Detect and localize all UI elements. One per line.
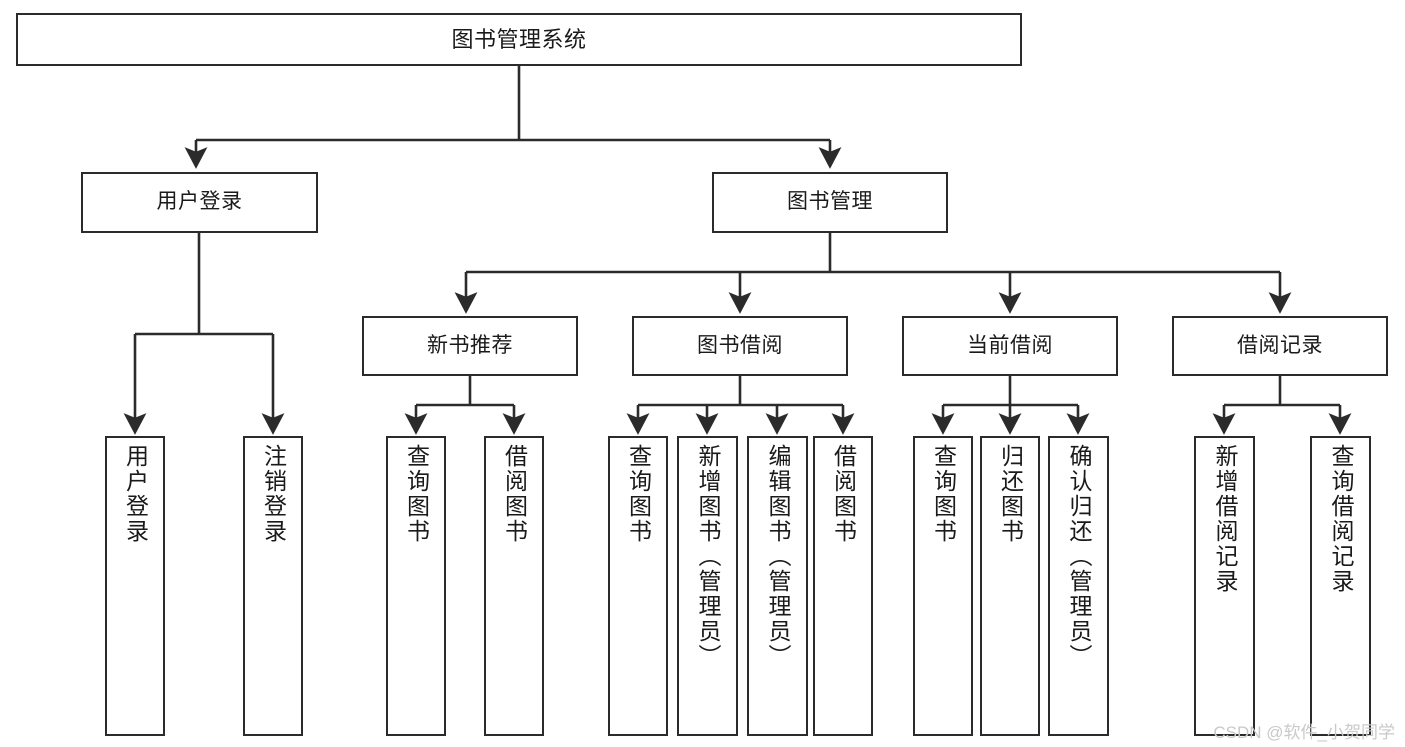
node-label: 查询图书: [625, 444, 652, 544]
node-label: 用户登录: [122, 444, 149, 544]
node-label: 查询图书: [403, 444, 430, 544]
node-label: 借阅图书: [830, 444, 857, 544]
node-label: 确认归还（管理员）: [1066, 444, 1092, 669]
node-label: 新增借阅记录: [1212, 444, 1238, 594]
node-label: 编辑图书（管理员）: [765, 444, 791, 669]
node-leaf-query-book-1[interactable]: 查询图书: [386, 436, 446, 736]
node-leaf-query-book-2[interactable]: 查询图书: [608, 436, 668, 736]
node-label: 查询借阅记录: [1328, 444, 1354, 594]
node-leaf-borrow-book-1[interactable]: 借阅图书: [484, 436, 544, 736]
node-leaf-confirm-return[interactable]: 确认归还（管理员）: [1048, 436, 1109, 736]
node-label: 新增图书（管理员）: [695, 444, 721, 669]
node-label: 注销登录: [260, 444, 287, 544]
node-leaf-return-book[interactable]: 归还图书: [980, 436, 1040, 736]
node-leaf-edit-book[interactable]: 编辑图书（管理员）: [747, 436, 808, 736]
node-leaf-user-login[interactable]: 用户登录: [105, 436, 165, 736]
node-book-borrow[interactable]: 图书借阅: [632, 316, 848, 376]
node-borrow-record[interactable]: 借阅记录: [1172, 316, 1388, 376]
node-leaf-add-record[interactable]: 新增借阅记录: [1194, 436, 1255, 736]
node-book-manage[interactable]: 图书管理: [712, 172, 948, 233]
node-label: 用户登录: [156, 190, 243, 214]
node-leaf-add-book[interactable]: 新增图书（管理员）: [677, 436, 738, 736]
node-new-book-recommend[interactable]: 新书推荐: [362, 316, 578, 376]
node-leaf-borrow-book-2[interactable]: 借阅图书: [813, 436, 873, 736]
node-leaf-query-book-3[interactable]: 查询图书: [913, 436, 973, 736]
node-label: 图书借阅: [697, 333, 783, 357]
node-book-management-system[interactable]: 图书管理系统: [16, 13, 1022, 66]
node-label: 查询图书: [930, 444, 957, 544]
node-current-borrow[interactable]: 当前借阅: [902, 316, 1118, 376]
node-label: 借阅图书: [501, 444, 528, 544]
node-user-login[interactable]: 用户登录: [81, 172, 318, 233]
node-label: 图书管理系统: [451, 26, 587, 52]
node-label: 当前借阅: [967, 333, 1053, 357]
node-label: 归还图书: [997, 444, 1024, 544]
node-label: 图书管理: [787, 190, 873, 214]
node-leaf-query-record[interactable]: 查询借阅记录: [1310, 436, 1371, 736]
csdn-watermark: CSDN @软件_小贺同学: [1213, 723, 1395, 742]
node-leaf-logout-login[interactable]: 注销登录: [243, 436, 303, 736]
node-label: 借阅记录: [1237, 333, 1323, 357]
node-label: 新书推荐: [427, 333, 513, 357]
